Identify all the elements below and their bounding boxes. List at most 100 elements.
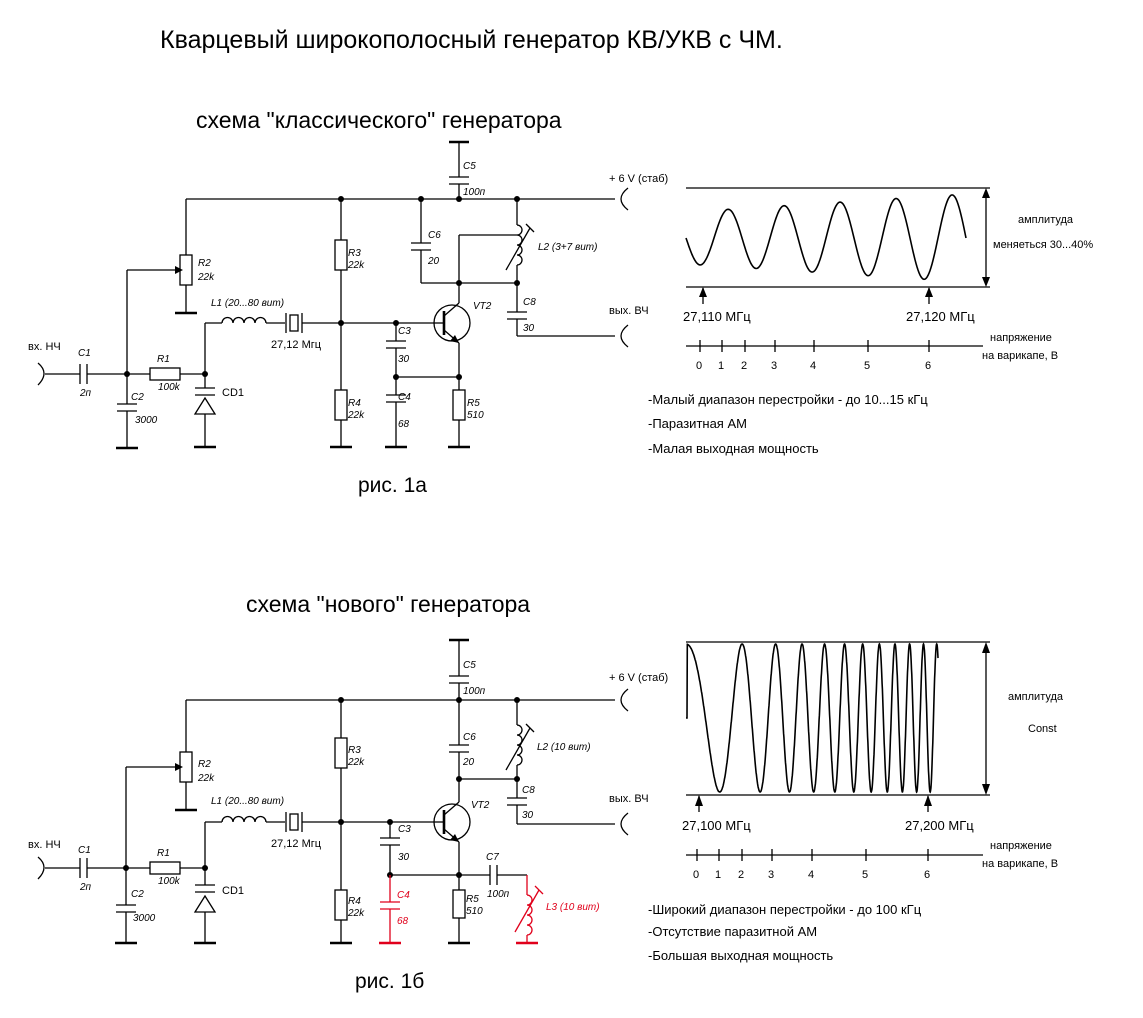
note-item: -Малый диапазон перестройки - до 10...15… [648, 392, 928, 407]
junction-dot [456, 374, 462, 380]
inductor-l2 [516, 724, 523, 766]
c1-value: 2п [79, 388, 92, 399]
axis-tick-label: 1 [715, 869, 721, 881]
crystal-resonator [289, 314, 299, 332]
c5-label: C5 [463, 161, 476, 172]
c1-value: 2п [79, 882, 92, 893]
resistor-r5 [452, 889, 466, 919]
vt2-label: VT2 [471, 800, 490, 811]
r1-value: 100k [158, 876, 181, 887]
r3-label: R3 [348, 745, 361, 756]
r2-label: R2 [198, 258, 211, 269]
amplitude-label: амплитуда [1018, 214, 1074, 226]
r3-value: 22k [347, 757, 365, 768]
inductor-l3-tuning-arrow [534, 885, 544, 895]
resistor-r4 [334, 889, 348, 921]
supply-terminal [620, 187, 629, 211]
l2-label: L2 (10 вит) [537, 742, 591, 753]
cd1-label: CD1 [222, 885, 244, 897]
frequency-marker-right-arrow [924, 795, 932, 806]
axis-tick-label: 1 [718, 360, 724, 372]
r3-value: 22k [347, 260, 365, 271]
input-label: вх. НЧ [28, 341, 61, 353]
axis-tick-label: 3 [771, 360, 777, 372]
r5-value: 510 [466, 906, 483, 917]
c6-label: C6 [428, 230, 441, 241]
amplitude-const-label: Const [1028, 723, 1057, 735]
output-terminal [620, 324, 629, 348]
note-item: -Отсутствие паразитной АМ [648, 924, 817, 939]
c5-label: C5 [463, 660, 476, 671]
heading-classic: схема "классического" генератора [196, 107, 562, 133]
figure-caption-1a: рис. 1а [358, 474, 427, 497]
r4-value: 22k [347, 908, 365, 919]
r5-label: R5 [467, 398, 480, 409]
page-title: Кварцевый широкополосный генератор КВ/УК… [160, 26, 783, 54]
figure-caption-1b: рис. 1б [355, 970, 424, 993]
axis-tick-label: 6 [924, 869, 930, 881]
supply-label: + 6 V (стаб) [609, 173, 668, 185]
axis-tick-label: 5 [862, 869, 868, 881]
c3-label: C3 [398, 824, 411, 835]
transistor-collector [443, 801, 460, 816]
potentiometer-wiper-arrow [175, 266, 183, 274]
c5-value: 100п [463, 686, 486, 697]
crystal-resonator [289, 813, 299, 831]
c7-value: 100п [487, 889, 510, 900]
l3-label: L3 (10 вит) [546, 902, 600, 913]
vt2-label: VT2 [473, 301, 492, 312]
inductor-l2-tuning-arrow [505, 727, 531, 771]
frequency-marker-left-arrow [695, 795, 703, 806]
junction-dot [456, 280, 462, 286]
c4-value: 68 [397, 916, 409, 927]
frequency-right-label: 27,200 МГц [905, 818, 974, 833]
inductor-l2-tuning-arrow [525, 723, 535, 733]
voltage-axis-label-1: напряжение [990, 332, 1052, 344]
c8-value: 30 [522, 810, 534, 821]
axis-tick-label: 4 [810, 360, 816, 372]
crystal-label: 27,12 Мгц [271, 339, 322, 351]
c1-label: C1 [78, 845, 91, 856]
resistor-r1 [149, 367, 181, 381]
c3-value: 30 [398, 354, 410, 365]
waveform-fm [686, 642, 939, 794]
frequency-marker-right-arrow [925, 287, 933, 297]
c5-value: 100п [463, 187, 486, 198]
l2-label: L2 (3+7 вит) [538, 242, 597, 253]
c7-label: C7 [486, 852, 499, 863]
axis-tick-label: 6 [925, 360, 931, 372]
varicap-diode-cd1 [193, 894, 217, 913]
supply-label: + 6 V (стаб) [609, 672, 668, 684]
cd1-label: CD1 [222, 387, 244, 399]
c3-value: 30 [398, 852, 410, 863]
voltage-axis-label-2: на варикапе, В [982, 350, 1058, 362]
axis-tick-label: 4 [808, 869, 814, 881]
axis-tick-label: 2 [741, 360, 747, 372]
input-label: вх. НЧ [28, 839, 61, 851]
c1-label: C1 [78, 348, 91, 359]
c6-value: 20 [427, 256, 440, 267]
frequency-right-label: 27,120 МГц [906, 309, 975, 324]
r3-label: R3 [348, 248, 361, 259]
c6-value: 20 [462, 757, 475, 768]
inductor-l2-tuning-arrow [525, 223, 535, 233]
r2-label: R2 [198, 759, 211, 770]
transistor-emitter-arrow [450, 335, 459, 343]
output-label: вых. ВЧ [609, 793, 649, 805]
resistor-r4 [334, 389, 348, 421]
amplitude-arrow-down [982, 784, 990, 795]
amplitude-label: амплитуда [1008, 691, 1064, 703]
c2-value: 3000 [133, 913, 156, 924]
c2-label: C2 [131, 392, 144, 403]
r4-label: R4 [348, 896, 361, 907]
note-item: -Малая выходная мощность [648, 441, 819, 456]
note-item: -Широкий диапазон перестройки - до 100 к… [648, 902, 922, 917]
r1-label: R1 [157, 354, 170, 365]
heading-new: схема "нового" генератора [246, 591, 530, 617]
r5-label: R5 [466, 894, 479, 905]
waveform-graph-classic: амплитуда меняеться 30...40% 27,110 МГц … [648, 187, 1093, 456]
c6-label: C6 [463, 732, 476, 743]
c8-value: 30 [523, 323, 535, 334]
resistor-r3 [334, 737, 348, 769]
